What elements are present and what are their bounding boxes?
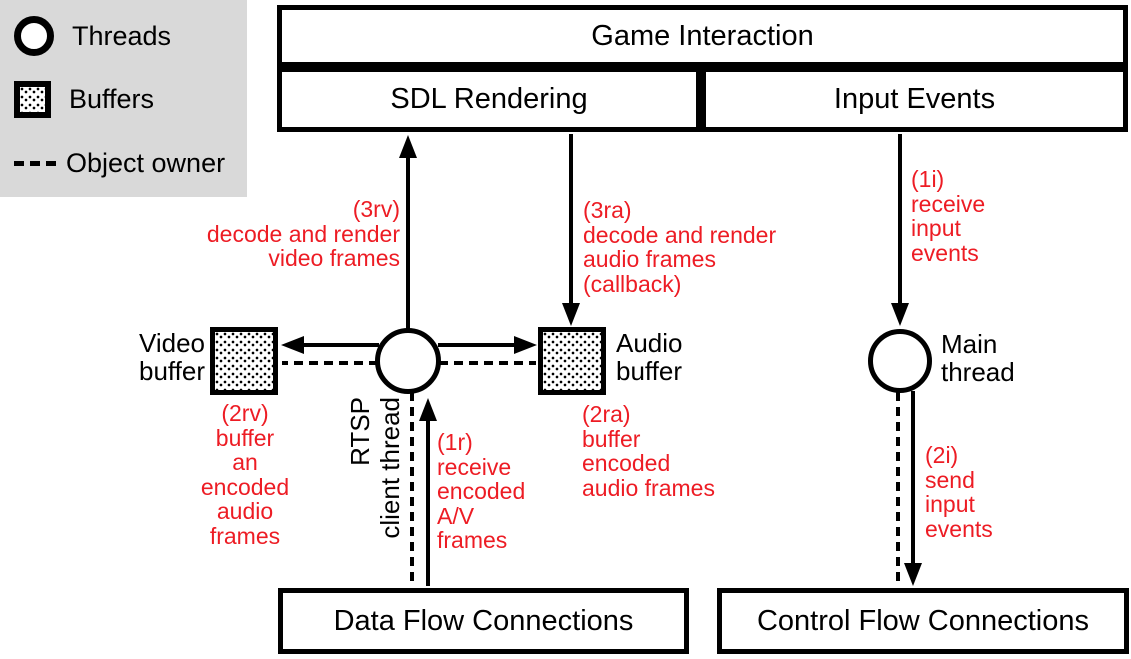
main-thread-node [868, 329, 932, 393]
thread-circle-icon [14, 16, 54, 56]
game-interaction-box: Game Interaction [277, 5, 1128, 67]
control-flow-connections-box: Control Flow Connections [717, 588, 1129, 654]
main-thread-label: Main thread [941, 329, 1015, 387]
rtsp-client-thread-node [375, 328, 441, 394]
data-flow-connections-box: Data Flow Connections [278, 588, 689, 654]
input-events-box: Input Events [701, 67, 1128, 132]
edge-3ra-arrow [562, 134, 580, 326]
legend-buffers-label: Buffers [69, 84, 155, 114]
edge-label-3rv: (3rv) decode and render video frames [206, 196, 400, 271]
legend-object-owner-label: Object owner [66, 148, 226, 178]
edge-label-2i: (2i) send input events [925, 442, 993, 542]
legend-row-buffers: Buffers [14, 81, 154, 118]
legend-row-threads: Threads [14, 16, 171, 56]
video-buffer-label: Video buffer [138, 328, 205, 386]
edge-label-3ra: (3ra) decode and render audio frames (ca… [583, 197, 777, 297]
legend-threads-label: Threads [72, 20, 172, 51]
edge-label-1r: (1r) receive encoded A/V frames [437, 429, 526, 553]
edge-2rv-arrow [281, 336, 379, 354]
buffer-square-icon [14, 81, 51, 118]
edge-2i-arrow [904, 391, 922, 586]
audio-buffer-label: Audio buffer [616, 328, 683, 386]
edge-1r-arrow [419, 398, 437, 586]
data-flow-connections-label: Data Flow Connections [333, 604, 634, 637]
sdl-rendering-box: SDL Rendering [277, 67, 701, 132]
sdl-rendering-label: SDL Rendering [390, 83, 588, 115]
edge-1i-arrow [891, 134, 909, 326]
object-owner-dash-icon [14, 161, 56, 166]
input-events-label: Input Events [833, 83, 996, 115]
edge-label-2ra: (2ra) buffer encoded audio frames [582, 401, 715, 501]
game-interaction-label: Game Interaction [591, 19, 814, 52]
edge-label-2rv: (2rv) buffer an encoded audio frames [200, 400, 290, 549]
legend-panel: Threads Buffers Object owner [0, 0, 247, 197]
edge-label-1i: (1i) receive input events [911, 166, 986, 266]
edge-3rv-arrow [399, 135, 417, 331]
control-flow-connections-label: Control Flow Connections [756, 604, 1090, 637]
edge-2ra-arrow [438, 336, 537, 354]
audio-buffer-node [538, 327, 606, 395]
video-buffer-node [210, 327, 278, 395]
legend-row-object-owner: Object owner [14, 148, 225, 179]
rtsp-client-thread-label: RTSP client thread [345, 397, 405, 539]
